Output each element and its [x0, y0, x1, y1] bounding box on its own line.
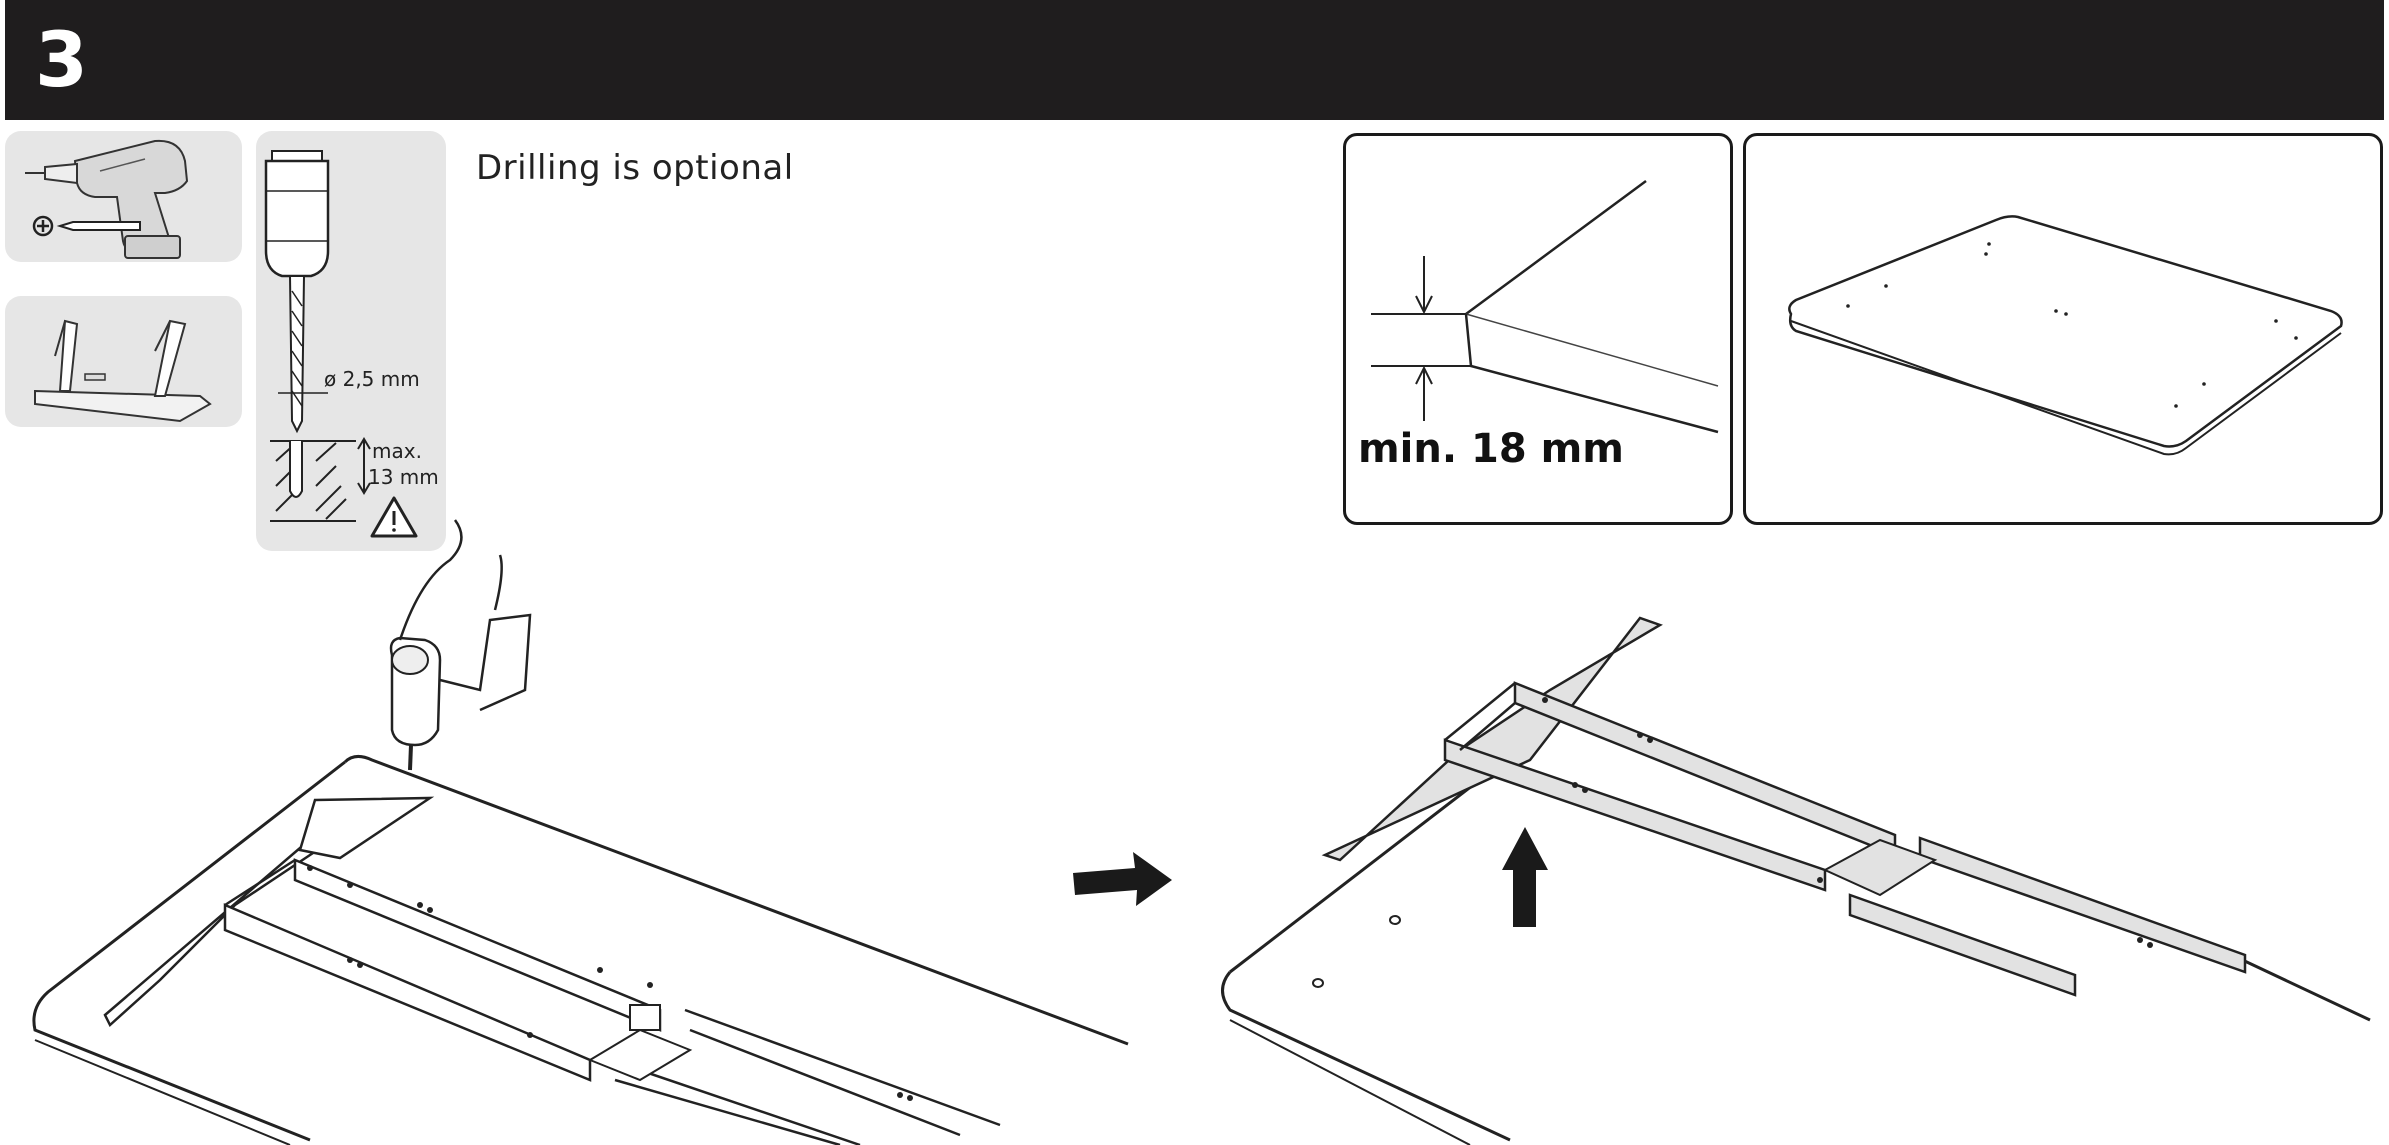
drilling-optional-note: Drilling is optional [476, 148, 794, 188]
phillips-screwdriver-icon [32, 215, 141, 237]
tools-panel [5, 131, 242, 262]
tabletop-edge-illustration [1371, 179, 1719, 434]
tabletop-overview-box [1743, 133, 2383, 525]
cordless-drill-icon [25, 139, 189, 259]
drill-depth-max-label: max. [372, 439, 422, 463]
desk-frame-part-icon [34, 319, 212, 423]
step-header: 3 [5, 0, 2384, 120]
drill-chuck-icon [264, 150, 330, 434]
part-panel [5, 296, 242, 427]
drill-bit-panel: ø 2,5 mm max. 13 mm [256, 131, 446, 551]
drill-depth-icon [270, 437, 371, 522]
min-thickness-label: min. 18 mm [1358, 426, 1624, 472]
drill-depth-value-label: 13 mm [368, 465, 439, 489]
tabletop-illustration [1788, 215, 2343, 456]
drill-bit-diameter-label: ø 2,5 mm [324, 367, 420, 391]
warning-triangle-icon [370, 496, 418, 538]
thickness-detail-box [1343, 133, 1733, 525]
step-number: 3 [35, 15, 88, 104]
